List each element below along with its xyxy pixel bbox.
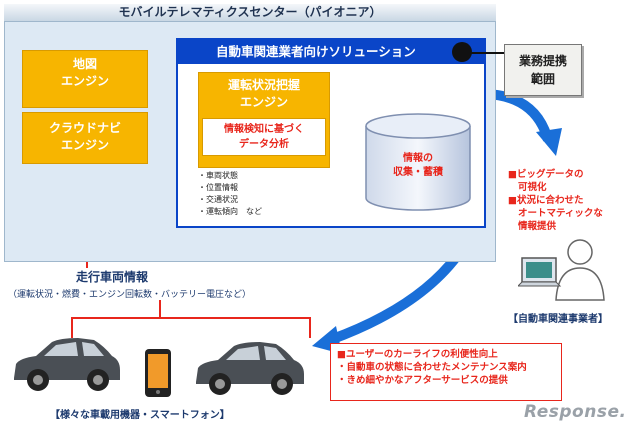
solution-title: 自動車関連業者向けソリューション [178, 40, 484, 64]
vehicle-info-detail: （運転状況・燃費・エンジン回転数・バッテリー電圧など） [8, 290, 252, 300]
smartphone-icon [145, 349, 171, 397]
user-services-box: ■ユーザーのカーライフの利便性向上 ・自動車の状態に合わせたメンテナンス案内 ・… [330, 343, 562, 401]
scope-marker-icon [452, 42, 472, 62]
data-items-list: ・車両状態 ・位置情報 ・交通状況 ・運転傾向 など [198, 171, 262, 216]
business-benefits: ■ビッグデータの 可視化 ■状況に合わせた オートマティックな 情報提供 [508, 169, 603, 232]
business-label: 【自動車関連事業者】 [508, 314, 608, 325]
telematics-center-title: モバイルテレマティクスセンター（パイオニア） [4, 4, 496, 22]
storage-label: 情報の 収集・蓄積 [393, 153, 443, 178]
vehicle-bracket [71, 300, 311, 338]
scope-link-line [470, 52, 506, 54]
business-user-icon [518, 239, 605, 301]
database-cylinder-icon [365, 113, 471, 211]
vehicle-info-title: 走行車両情報 [76, 270, 149, 284]
cloud-navi-engine: クラウドナビ エンジン [22, 112, 148, 164]
devices-label: 【様々な車載用機器・スマートフォン】 [50, 410, 230, 421]
car-icon-left [14, 338, 120, 391]
car-icon-right [196, 342, 304, 395]
data-analysis-box: 情報検知に基づく データ分析 [202, 118, 326, 156]
partnership-scope-label: 業務提携 範囲 [504, 44, 582, 96]
map-engine: 地図 エンジン [22, 50, 148, 108]
response-watermark-logo: Response. [524, 402, 627, 422]
